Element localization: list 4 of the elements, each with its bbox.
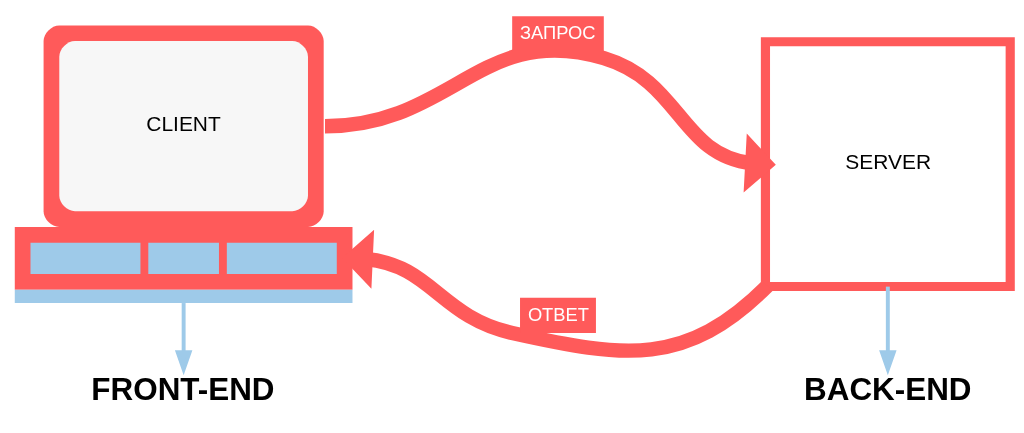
edge-label: ОТВЕТ (527, 303, 589, 325)
edge-label: ЗАПРОС (519, 22, 596, 44)
node-text: FRONT-END (90, 372, 275, 408)
node-text: BACK-END (803, 372, 972, 408)
